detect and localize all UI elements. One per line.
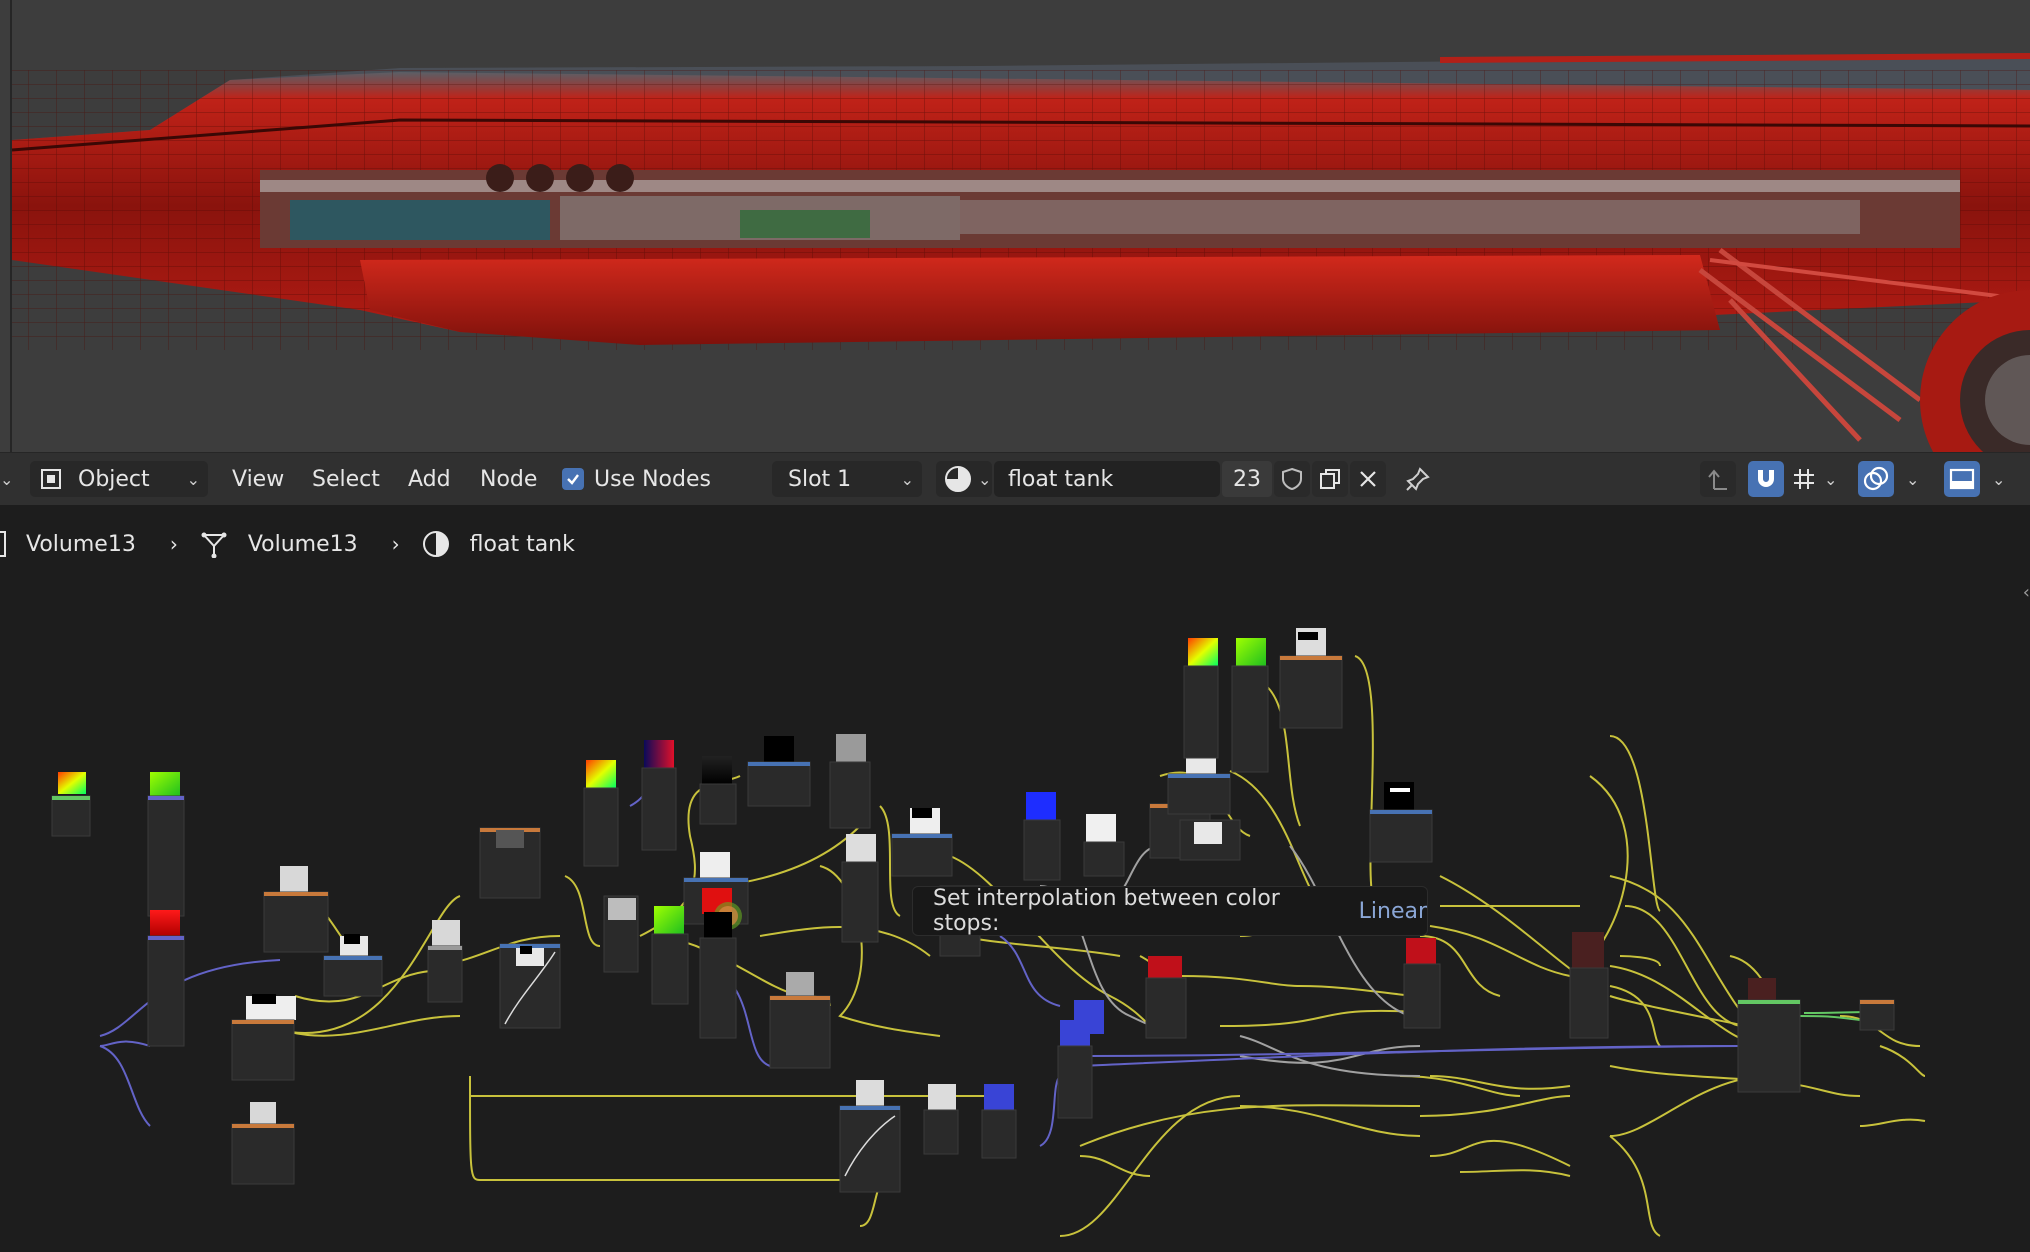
object-mode-dropdown[interactable]: Object ⌄ xyxy=(30,461,208,497)
overlay-icon xyxy=(1863,466,1889,491)
parent-node-tree-button[interactable] xyxy=(1700,461,1736,497)
breadcrumb-object: Volume13 xyxy=(26,531,136,557)
tooltip-text: Set interpolation between color stops: xyxy=(933,886,1280,936)
chevron-down-icon: ⌄ xyxy=(1906,469,1920,489)
menu-add[interactable]: Add xyxy=(408,466,451,492)
object-mode-label: Object xyxy=(78,466,150,492)
slot-label: Slot 1 xyxy=(788,466,852,492)
fake-user-button[interactable] xyxy=(1274,461,1310,497)
tooltip: Set interpolation between color stops: L… xyxy=(912,886,1428,936)
editor-type-chevron[interactable]: ⌄ xyxy=(0,469,14,489)
sidebar-dropdown[interactable]: ⌄ xyxy=(1986,461,2005,497)
snap-grid-icon xyxy=(1794,469,1814,489)
chevron-down-icon: ⌄ xyxy=(1824,469,1838,489)
gray-links xyxy=(1039,845,1421,1077)
object-mode-icon xyxy=(41,469,61,489)
breadcrumb-mesh: Volume13 xyxy=(247,531,358,557)
snap-target-dropdown[interactable]: ⌄ xyxy=(1790,461,1846,497)
ship-render xyxy=(11,53,2030,452)
chevron-right-icon: › xyxy=(169,532,178,556)
tooltip-value: Linear xyxy=(1358,898,1427,924)
chevron-down-icon: ⌄ xyxy=(1992,469,2006,489)
material-sphere-icon xyxy=(422,531,449,557)
panel-icon xyxy=(1949,468,1975,490)
checkbox-checked-icon[interactable] xyxy=(562,468,584,490)
sidebar-toggle-button[interactable] xyxy=(1944,461,1980,497)
use-nodes-label: Use Nodes xyxy=(594,466,711,492)
menu-node[interactable]: Node xyxy=(480,466,538,492)
overlay-dropdown[interactable]: ⌄ xyxy=(1900,461,1919,497)
unlink-material-button[interactable] xyxy=(1350,461,1386,497)
duplicate-icon xyxy=(1320,469,1340,489)
material-sphere-icon xyxy=(945,466,971,492)
node-graph xyxy=(51,628,1926,1237)
magnet-icon xyxy=(1758,470,1774,487)
chevron-down-icon: ⌄ xyxy=(186,469,200,489)
close-icon xyxy=(1360,471,1376,487)
user-count-button[interactable]: 23 xyxy=(1222,461,1272,497)
node-editor-header: ⌄ Object ⌄ View Select Add Node Use Node… xyxy=(0,452,2030,505)
duplicate-material-button[interactable] xyxy=(1312,461,1348,497)
chevron-down-icon: ⌄ xyxy=(978,469,992,489)
user-count: 23 xyxy=(1233,466,1261,492)
sidebar-collapse-arrow[interactable]: ‹ xyxy=(2022,582,2030,603)
material-name: float tank xyxy=(1008,466,1114,492)
material-browse-button[interactable]: ⌄ xyxy=(936,461,992,497)
pin-button[interactable] xyxy=(1400,461,1436,497)
breadcrumb-material: float tank xyxy=(469,531,575,557)
blue-links xyxy=(99,771,1871,1147)
nodes xyxy=(51,628,1895,1193)
chevron-right-icon: › xyxy=(391,532,400,556)
shield-icon xyxy=(1282,467,1302,491)
chevron-down-icon: ⌄ xyxy=(900,469,914,489)
viewport-left-border xyxy=(10,0,12,452)
menu-view[interactable]: View xyxy=(232,466,285,492)
3d-viewport[interactable] xyxy=(0,0,2030,452)
material-name-field[interactable]: float tank xyxy=(994,461,1220,497)
overlay-toggle-button[interactable] xyxy=(1858,461,1894,497)
mesh-icon xyxy=(201,532,227,558)
menu-select[interactable]: Select xyxy=(312,466,380,492)
pin-icon xyxy=(1406,467,1430,491)
object-icon xyxy=(0,531,6,557)
node-editor-canvas[interactable]: Set interpolation between color stops: L… xyxy=(0,576,2030,1248)
snap-toggle-button[interactable] xyxy=(1748,461,1784,497)
slot-dropdown[interactable]: Slot 1 ⌄ xyxy=(772,461,922,497)
use-nodes-toggle[interactable]: Use Nodes xyxy=(562,461,711,497)
arrow-up-icon xyxy=(1708,469,1727,490)
breadcrumb: Volume13 › Volume13 › float tank xyxy=(0,520,575,568)
